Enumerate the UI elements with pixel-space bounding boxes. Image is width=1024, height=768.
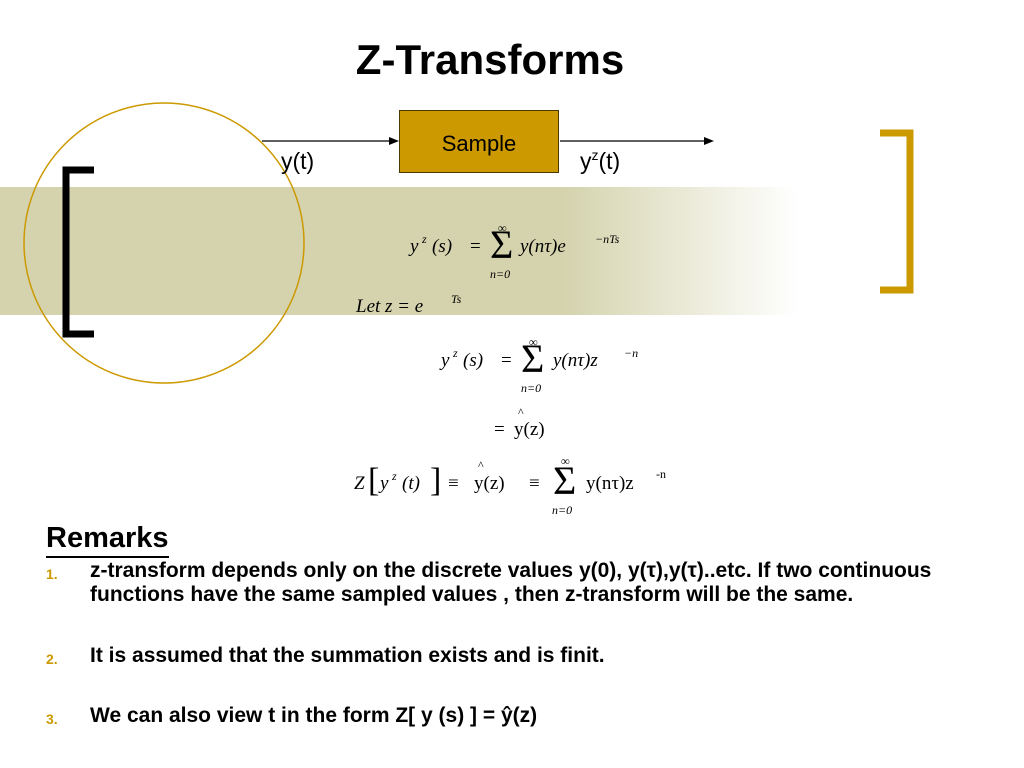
output-signal-sup: z	[591, 147, 599, 163]
equation-3: = ^ y(z)	[494, 405, 545, 440]
left-bracket	[62, 166, 94, 338]
equation-4: Z [ y z (t) ] ≡ ^ y(z) ≡ ∞ Σ n=0 y(nτ)z …	[354, 454, 666, 517]
remark-item: 3. We can also view t in the form Z[ y (…	[46, 704, 996, 728]
let-substitution: Let z = e Ts	[356, 292, 462, 317]
sample-block-label: Sample	[441, 131, 517, 156]
accent-band	[0, 187, 1024, 315]
remark-number: 1.	[46, 566, 58, 582]
remark-number: 3.	[46, 711, 58, 727]
remark-item: 2. It is assumed that the summation exis…	[46, 644, 996, 668]
output-signal-base: y	[580, 148, 592, 174]
remark-number: 2.	[46, 651, 58, 667]
summation-symbol: Σ	[490, 222, 514, 267]
input-arrow	[262, 137, 399, 145]
input-signal-label: y(t)	[281, 148, 315, 174]
equation-1: y z (s) = ∞ Σ n=0 y(nτ)e −nTs	[410, 221, 620, 281]
equation-2: y z (s) = ∞ Σ n=0 y(nτ)z −n	[441, 335, 639, 395]
slide-title: Z-Transforms	[355, 36, 625, 83]
decorative-circle	[23, 102, 305, 384]
output-signal-arg: (t)	[598, 148, 621, 174]
output-arrow	[560, 137, 714, 145]
remark-text: z-transform depends only on the discrete…	[90, 559, 932, 606]
remarks-list: 1. z-transform depends only on the discr…	[46, 559, 996, 728]
sample-block: Sample	[399, 110, 559, 173]
remark-text: It is assumed that the summation exists …	[90, 644, 605, 667]
output-signal-label: yz(t)	[580, 147, 620, 175]
right-bracket	[880, 129, 914, 294]
remark-item: 1. z-transform depends only on the discr…	[46, 559, 996, 607]
remark-text: We can also view t in the form Z[ y (s) …	[90, 704, 538, 727]
summation-symbol: Σ	[521, 336, 545, 381]
summation-symbol: Σ	[553, 458, 577, 503]
remarks-heading: Remarks	[46, 520, 169, 558]
